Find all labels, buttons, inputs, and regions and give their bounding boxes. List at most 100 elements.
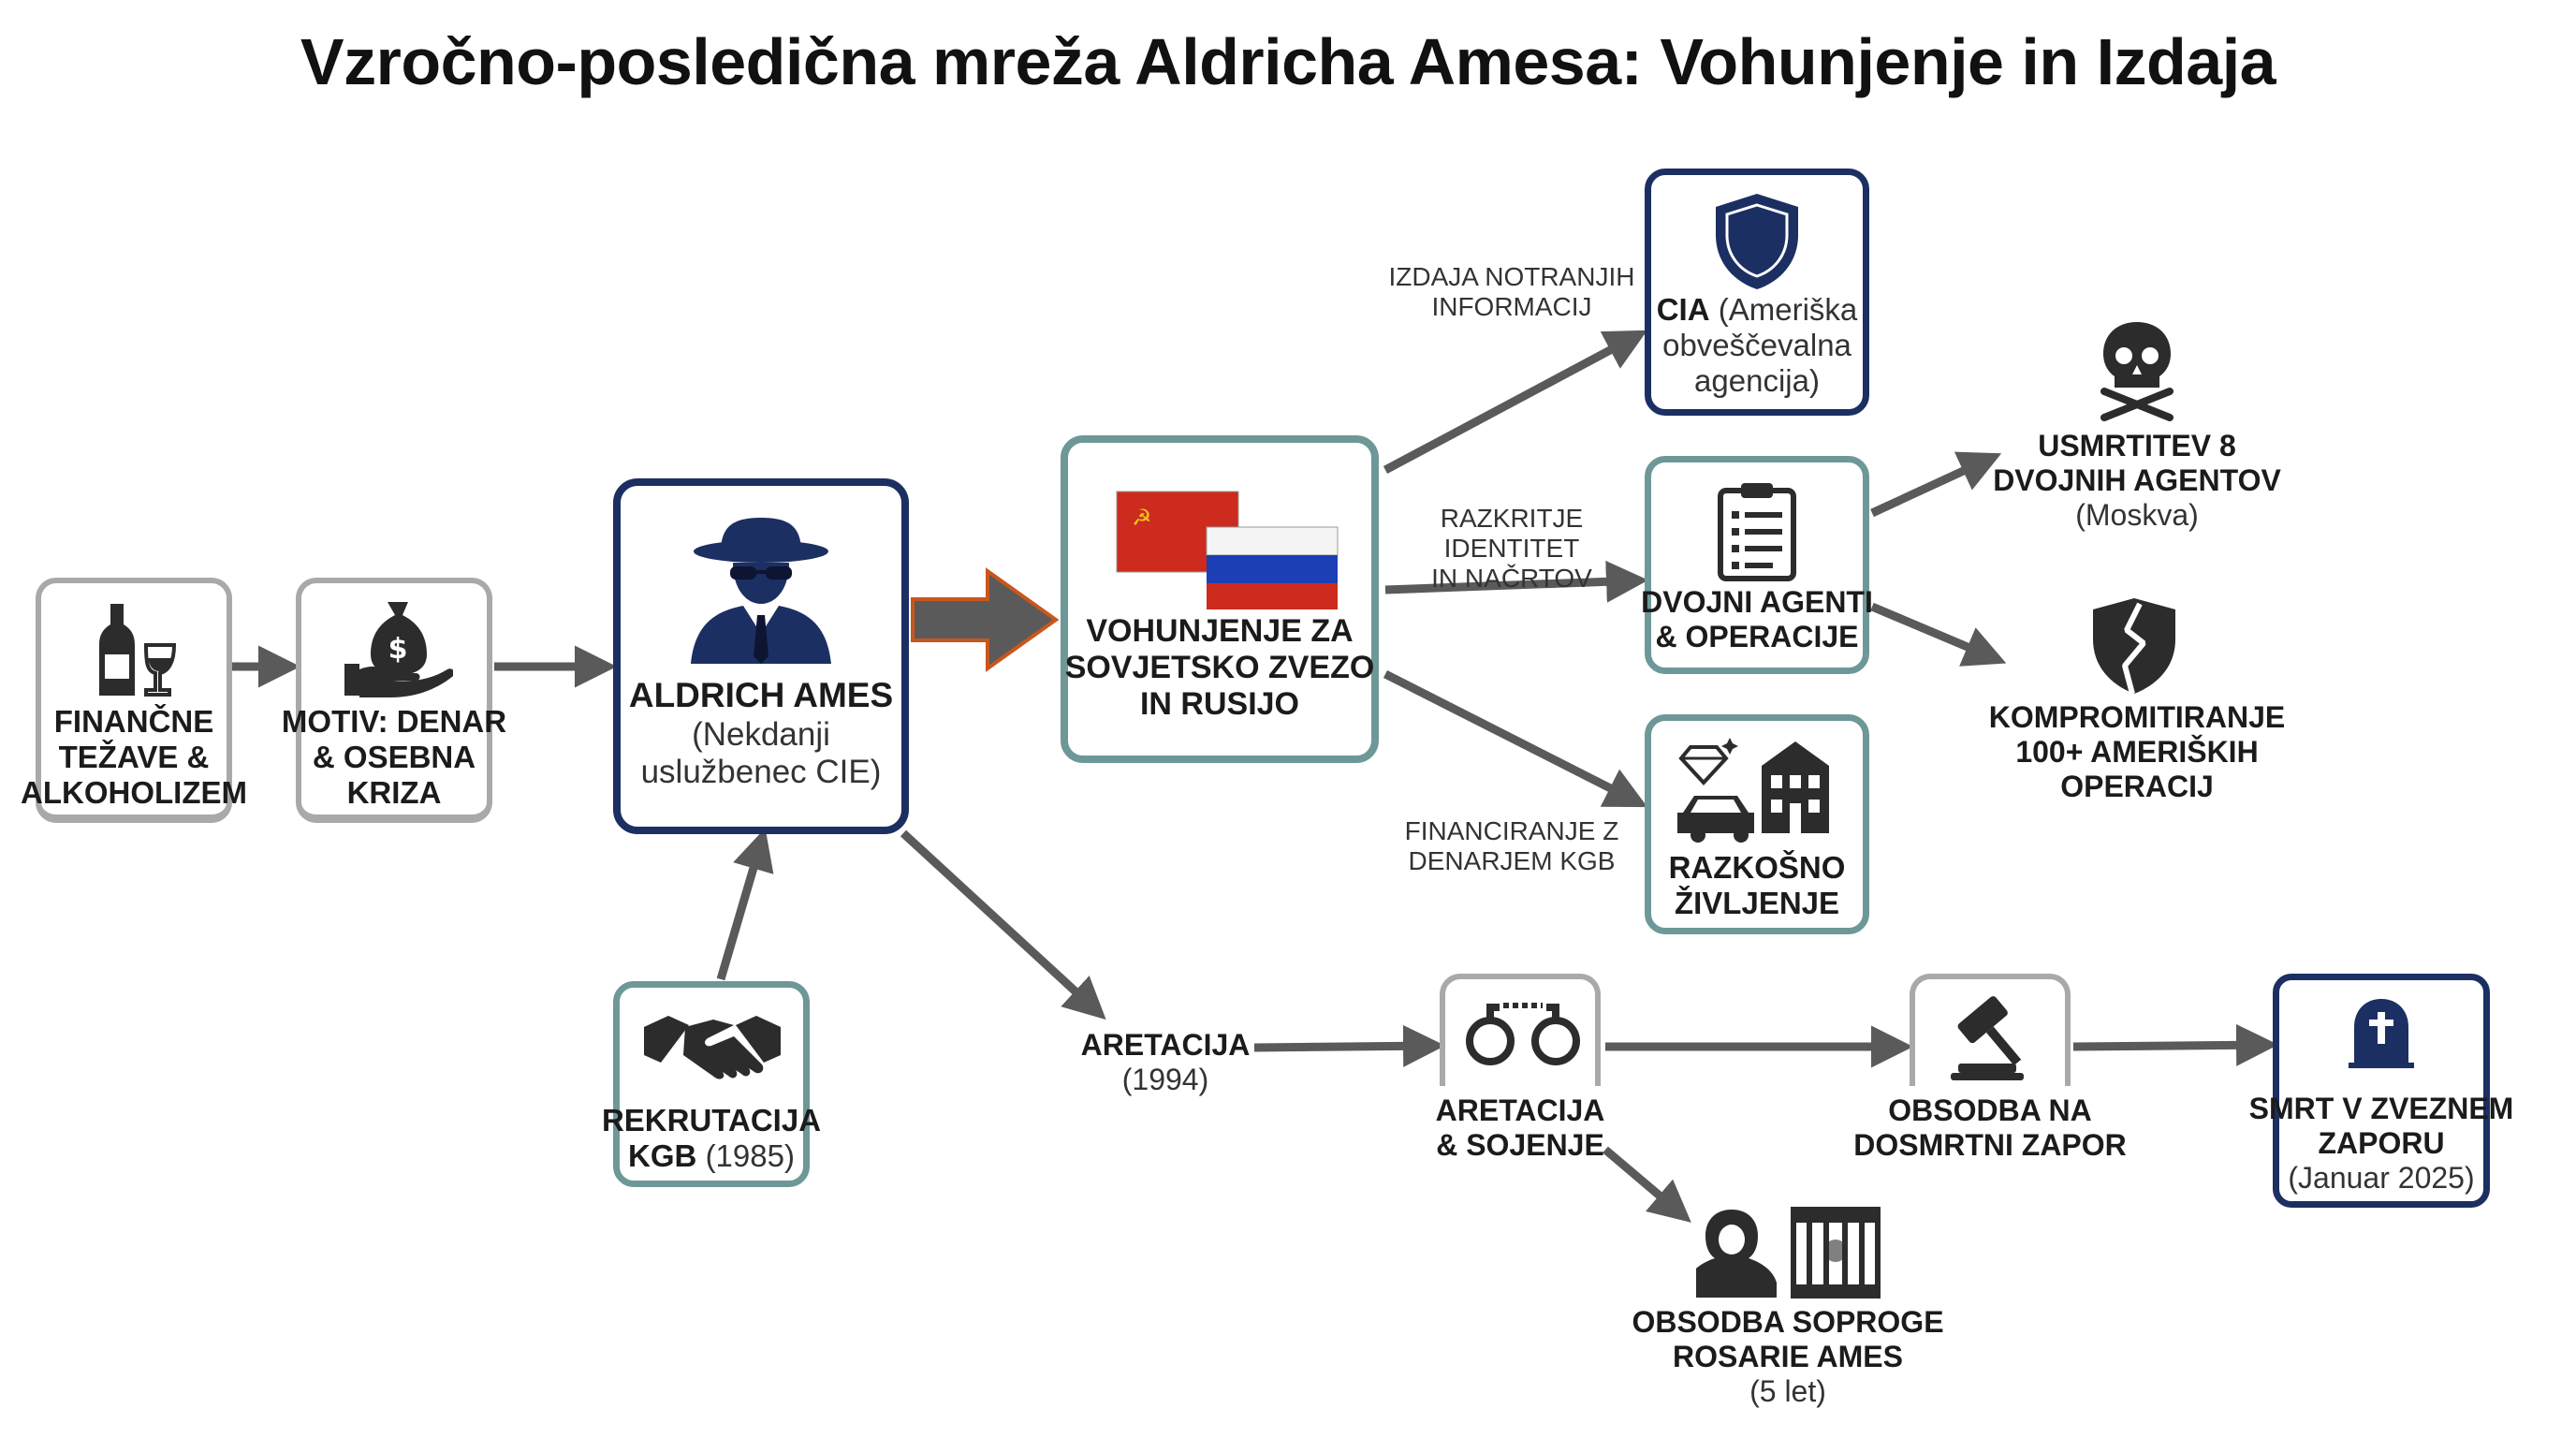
svg-text:$: $: [388, 633, 408, 666]
woman-prison-bars-icon: [1696, 1207, 1881, 1299]
label-line: TEŽAVE &: [58, 739, 210, 774]
label-line: & OPERACIJE: [1655, 619, 1859, 653]
edge-line: RAZKRITJE IDENTITET: [1440, 504, 1584, 564]
gavel-icon: [1951, 996, 2024, 1080]
node-cia: [1645, 169, 1869, 416]
skull-crossbones-icon: [2100, 322, 2174, 421]
label-motive: MOTIV: DENAR & OSEBNA KRIZA: [277, 704, 511, 811]
label-line: SMRT V ZVEZNEM: [2248, 1092, 2514, 1125]
label-line: obveščevalna: [1662, 327, 1852, 362]
edge-line: FINANCIRANJE Z: [1404, 816, 1619, 845]
diamond-car-house-icon: [1677, 738, 1829, 843]
arrow-arrest-trial: [1253, 1024, 1445, 1067]
label-line: KGB: [628, 1137, 697, 1173]
label-line: DVOJNIH AGENTOV: [1993, 462, 2281, 497]
label-line: ALKOHOLIZEM: [21, 774, 247, 810]
label-line: OPERACIJ: [2060, 769, 2214, 803]
edge-label-cia: IZDAJA NOTRANJIH INFORMACIJ: [1362, 262, 1661, 322]
label-line: OBSODBA SOPROGE: [1632, 1305, 1944, 1339]
label-line: DVOJNI AGENTI: [1641, 585, 1873, 619]
arrow-ames-espionage: [911, 567, 1060, 672]
label-line: REKRUTACIJA: [601, 1103, 822, 1137]
label-line: KOMPROMITIRANJE: [1988, 700, 2286, 734]
label-line: IN RUSIJO: [1139, 686, 1300, 723]
label-line: ARETACIJA: [1435, 1093, 1605, 1127]
label-line: ŽIVLJENJE: [1674, 885, 1840, 920]
label-line: agencija): [1694, 362, 1820, 398]
label-line: ZAPORU: [2318, 1125, 2445, 1160]
node-sentence: [1910, 974, 2071, 1086]
arrow-sentence-death: [2072, 1023, 2278, 1066]
label-line: MOTIV: DENAR: [281, 704, 507, 739]
edge-label-luxury: FINANCIRANJE Z DENARJEM KGB: [1362, 816, 1661, 876]
label-line: ARETACIJA: [1080, 1028, 1251, 1062]
ames-sub: uslužbenec CIE): [640, 753, 882, 790]
label-espionage: VOHUNJENJE ZA SOVJETSKO ZVEZO IN RUSIJO: [1061, 613, 1379, 723]
arrow-recruit-ames: [716, 828, 774, 981]
ames-sub: (Nekdanji: [692, 715, 830, 753]
label-line: DOSMRTNI ZAPOR: [1853, 1127, 2127, 1162]
label-ames: ALDRICH AMES (Nekdanji uslužbenec CIE): [613, 676, 909, 791]
edge-label-double: RAZKRITJE IDENTITET IN NAČRTOV: [1371, 504, 1652, 594]
edge-line: DENARJEM KGB: [1408, 846, 1616, 876]
ussr-russia-flags-icon: ☭: [1116, 491, 1339, 609]
node-financial: [36, 578, 232, 823]
label-death: SMRT V ZVEZNEM ZAPORU (Januar 2025): [2245, 1092, 2518, 1195]
ames-name: ALDRICH AMES: [628, 676, 894, 714]
broken-shield-icon: [2093, 598, 2175, 695]
label-executions: USMRTITEV 8 DVOJNIH AGENTOV (Moskva): [1983, 429, 2291, 532]
label-line: KRIZA: [346, 774, 442, 810]
label-line: RAZKOŠNO: [1668, 850, 1846, 885]
svg-text:☭: ☭: [1132, 505, 1152, 531]
edge-line: INFORMACIJ: [1431, 292, 1592, 322]
handshake-icon: [644, 1016, 781, 1079]
arrow-espionage-double: [1384, 560, 1648, 603]
label-line: SOVJETSKO ZVEZO: [1064, 650, 1375, 686]
label-line: (Januar 2025): [2288, 1160, 2475, 1195]
node-luxury: [1645, 714, 1869, 934]
money-bag-hand-icon: $: [344, 602, 453, 697]
label-line: & OSEBNA: [312, 739, 476, 774]
arrow-double-executions: [1870, 451, 2002, 518]
node-recruit: [613, 981, 810, 1187]
wine-bottle-glass-icon: [99, 604, 177, 697]
label-line: FINANČNE: [53, 704, 214, 739]
label-recruit: REKRUTACIJA KGB (1985): [585, 1103, 838, 1174]
label-line: VOHUNJENJE ZA: [1086, 613, 1354, 649]
edge-line: IZDAJA NOTRANJIH: [1388, 262, 1635, 291]
arrow-double-compromise: [1870, 602, 2007, 667]
node-ames: [613, 478, 909, 834]
label-trial: ARETACIJA & SOJENJE: [1398, 1093, 1642, 1163]
handcuffs-icon: [1466, 1003, 1580, 1065]
node-death: [2273, 974, 2490, 1208]
node-trial: [1440, 974, 1601, 1086]
label-line: (5 let): [1749, 1373, 1826, 1408]
arrow-espionage-cia: [1383, 330, 1647, 474]
label-double-agents: DVOJNI AGENTI & OPERACIJE: [1635, 585, 1879, 654]
node-motive: $: [296, 578, 492, 823]
node-double-agents: [1645, 456, 1869, 674]
page-title: Vzročno-posledična mreža Aldricha Amesa:…: [300, 25, 2276, 98]
tombstone-icon: [2349, 999, 2414, 1068]
clipboard-icon: [1718, 483, 1796, 581]
arrow-espionage-luxury: [1383, 669, 1648, 808]
label-sentence: OBSODBA NA DOSMRTNI ZAPOR: [1840, 1093, 2140, 1163]
label-line: OBSODBA NA: [1888, 1093, 2092, 1127]
label-line: (1994): [1121, 1062, 1209, 1096]
spy-icon: [691, 518, 831, 664]
arrow-trial-wife: [1603, 1146, 1691, 1223]
label-line: (1985): [705, 1137, 795, 1173]
edge-line: IN NAČRTOV: [1431, 564, 1592, 594]
label-financial: FINANČNE TEŽAVE & ALKOHOLIZEM: [17, 704, 251, 811]
label-line: (Ameriška: [1718, 292, 1858, 327]
label-line: ROSARIE AMES: [1673, 1339, 1903, 1373]
label-compromise: KOMPROMITIRANJE 100+ AMERIŠKIH OPERACIJ: [1964, 700, 2310, 803]
label-line: CIA: [1656, 292, 1710, 327]
label-cia: CIA (Ameriška obveščevalna agencija): [1645, 292, 1869, 399]
label-luxury: RAZKOŠNO ŽIVLJENJE: [1645, 850, 1869, 921]
arrow-ames-arrest: [900, 829, 1106, 1020]
shield-icon: [1716, 194, 1798, 289]
label-wife: OBSODBA SOPROGE ROSARIE AMES (5 let): [1629, 1305, 1947, 1408]
label-line: 100+ AMERIŠKIH: [2015, 734, 2259, 769]
